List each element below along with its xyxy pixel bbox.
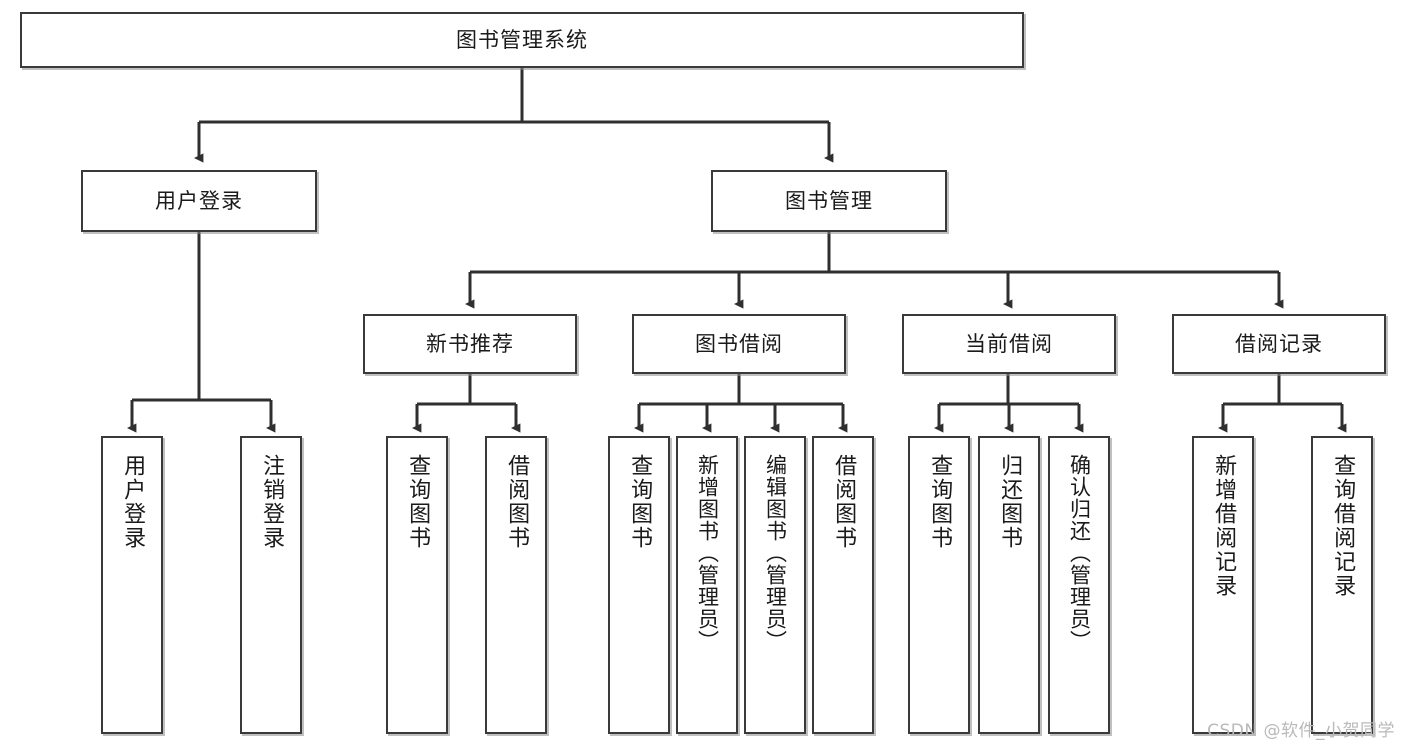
leaf-query-book-new[interactable]: 查询图书 — [386, 436, 448, 734]
leaf-confirm-return-admin[interactable]: 确认归还（管理员） — [1048, 436, 1110, 734]
node-label: 图书管理 — [785, 188, 873, 213]
node-label: 用户登录 — [155, 188, 243, 213]
node-new-book-recommend[interactable]: 新书推荐 — [363, 314, 577, 374]
leaf-borrow-book-new[interactable]: 借阅图书 — [485, 436, 547, 734]
node-current-borrow[interactable]: 当前借阅 — [902, 314, 1116, 374]
leaf-add-borrow-record[interactable]: 新增借阅记录 — [1192, 436, 1254, 734]
node-label: 确认归还（管理员） — [1067, 454, 1092, 652]
node-label: 借阅图书 — [504, 454, 530, 550]
node-label: 借阅图书 — [831, 454, 857, 550]
node-label: 查询图书 — [405, 454, 431, 550]
node-label: 图书管理系统 — [456, 27, 588, 52]
leaf-user-login[interactable]: 用户登录 — [101, 436, 163, 734]
leaf-query-borrow-record[interactable]: 查询借阅记录 — [1311, 436, 1373, 734]
node-label: 用户登录 — [120, 454, 146, 550]
node-label: 归还图书 — [997, 454, 1023, 550]
node-label: 注销登录 — [259, 454, 285, 550]
leaf-query-book-borrow[interactable]: 查询图书 — [608, 436, 670, 734]
node-label: 新增借阅记录 — [1211, 454, 1237, 598]
node-book-borrow[interactable]: 图书借阅 — [632, 314, 846, 374]
watermark: CSDN @软件_小贺同学 — [1207, 721, 1395, 741]
node-label: 当前借阅 — [965, 331, 1053, 356]
node-label: 新书推荐 — [426, 331, 514, 356]
leaf-logout[interactable]: 注销登录 — [240, 436, 302, 734]
leaf-add-book-admin[interactable]: 新增图书（管理员） — [676, 436, 738, 734]
node-label: 查询借阅记录 — [1330, 454, 1356, 598]
leaf-edit-book-admin[interactable]: 编辑图书（管理员） — [744, 436, 806, 734]
node-borrow-record[interactable]: 借阅记录 — [1172, 314, 1386, 374]
node-label: 借阅记录 — [1235, 331, 1323, 356]
node-user-login[interactable]: 用户登录 — [81, 170, 317, 232]
node-root-system[interactable]: 图书管理系统 — [20, 12, 1024, 68]
node-label: 新增图书（管理员） — [695, 454, 720, 652]
node-label: 查询图书 — [627, 454, 653, 550]
leaf-return-book[interactable]: 归还图书 — [978, 436, 1040, 734]
node-label: 查询图书 — [927, 454, 953, 550]
leaf-query-book-current[interactable]: 查询图书 — [908, 436, 970, 734]
node-book-management[interactable]: 图书管理 — [711, 170, 947, 232]
leaf-borrow-book[interactable]: 借阅图书 — [812, 436, 874, 734]
node-label: 图书借阅 — [695, 331, 783, 356]
node-label: 编辑图书（管理员） — [763, 454, 788, 652]
